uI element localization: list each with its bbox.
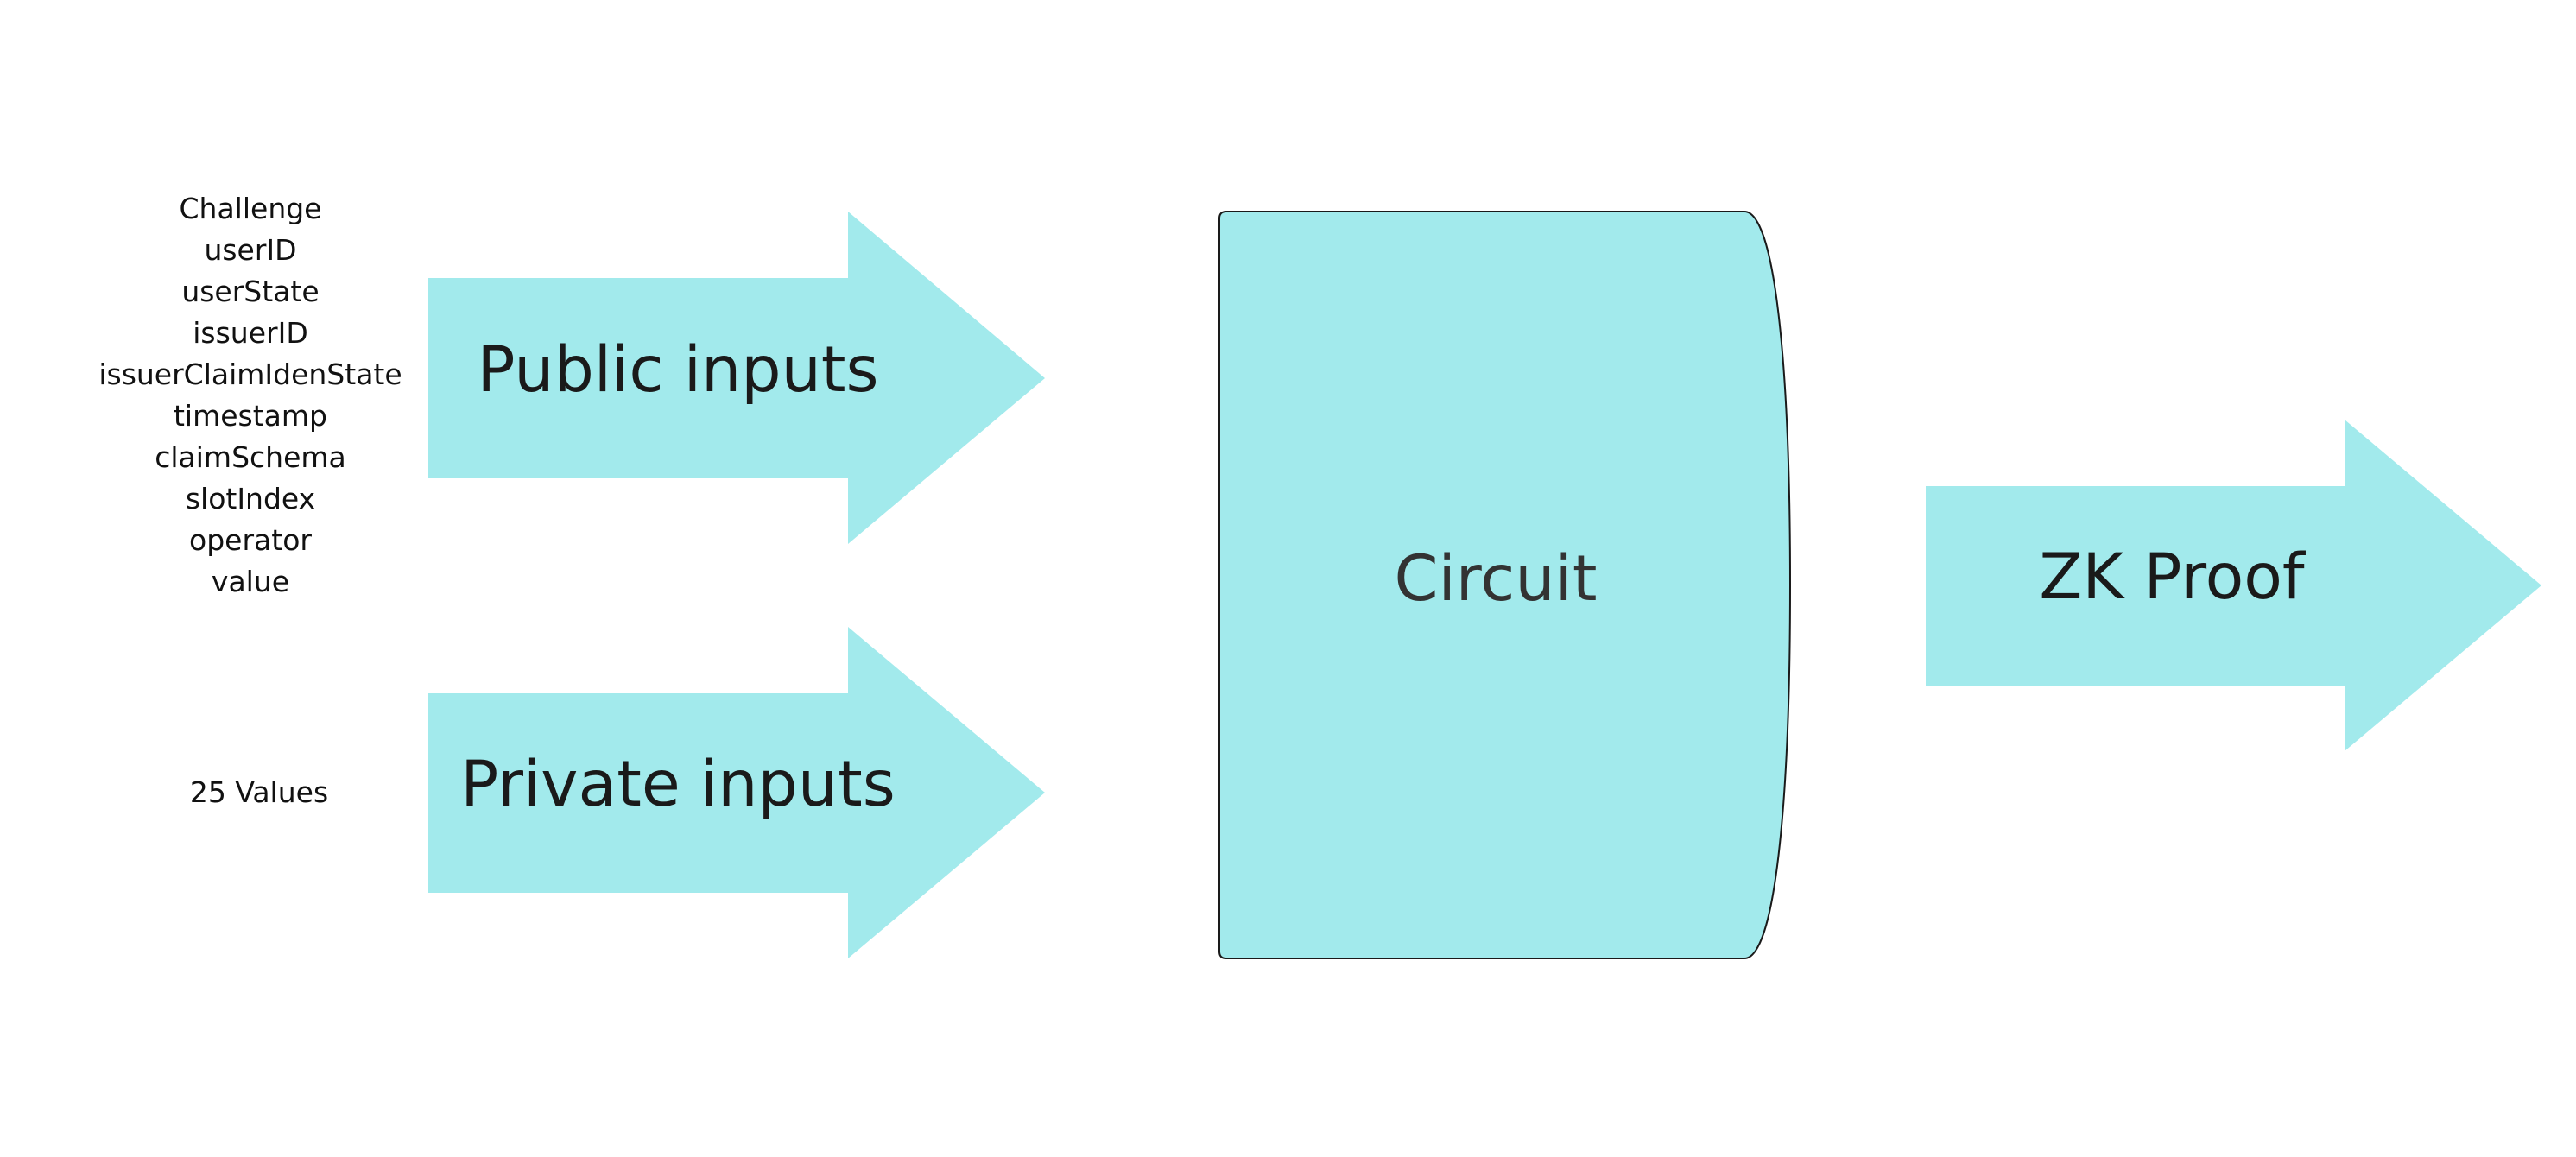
- public-input-item: value: [211, 565, 290, 598]
- private-inputs-label: Private inputs: [460, 748, 896, 821]
- public-input-item: operator: [189, 523, 312, 557]
- public-input-item: Challenge: [179, 192, 322, 225]
- public-input-item: userState: [181, 275, 320, 308]
- public-inputs-arrow: [428, 212, 1045, 544]
- private-values-count: 25 Values: [189, 775, 329, 809]
- public-input-item: issuerClaimIdenState: [98, 357, 402, 391]
- public-inputs-list: Challenge userID userState issuerID issu…: [78, 188, 423, 603]
- public-input-item: issuerID: [193, 316, 308, 350]
- public-input-item: claimSchema: [155, 440, 346, 474]
- circuit-shape: [1218, 211, 1792, 959]
- public-input-item: userID: [204, 233, 297, 267]
- private-inputs-arrow: [428, 627, 1045, 958]
- circuit-label: Circuit: [1394, 542, 1598, 616]
- public-input-item: timestamp: [173, 399, 327, 433]
- zk-proof-label: ZK Proof: [2039, 541, 2305, 614]
- zk-proof-arrow: [1926, 420, 2541, 751]
- public-inputs-label: Public inputs: [477, 333, 879, 407]
- public-input-item: slotIndex: [185, 482, 316, 515]
